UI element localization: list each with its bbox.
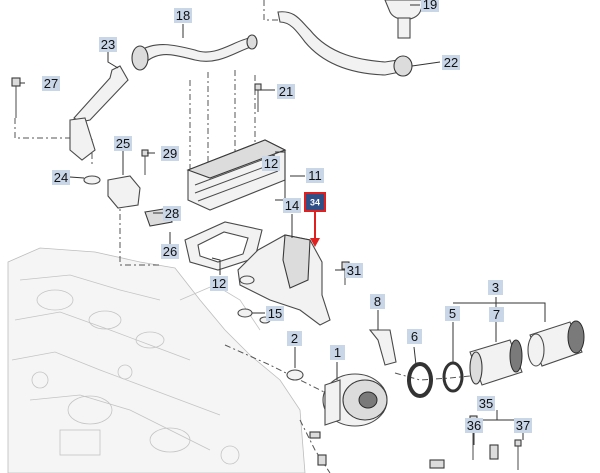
callout-18: 18: [174, 8, 192, 23]
callout-22: 22: [442, 55, 460, 70]
callout-19: 19: [421, 0, 439, 12]
svg-text:31: 31: [347, 263, 361, 278]
callout-21: 21: [277, 84, 295, 99]
svg-text:7: 7: [493, 307, 500, 322]
callouts: 1 2 3 5 6 7 8 11 12 12 14 15 18 19 21 22…: [42, 0, 532, 433]
svg-text:6: 6: [411, 329, 418, 344]
callout-28: 28: [163, 206, 181, 221]
svg-text:25: 25: [116, 136, 130, 151]
callout-6: 6: [407, 329, 422, 344]
svg-text:11: 11: [308, 168, 322, 183]
callout-11: 11: [306, 168, 324, 183]
svg-text:8: 8: [374, 294, 381, 309]
svg-text:29: 29: [163, 146, 177, 161]
svg-text:22: 22: [444, 55, 458, 70]
callout-37: 37: [514, 418, 532, 433]
screws-35-36-37: [309, 431, 499, 469]
coolant-pipe-19-22: [277, 0, 426, 77]
oil-filter-element-3: [469, 339, 523, 386]
highlight-arrow-head: [310, 238, 320, 247]
svg-text:27: 27: [44, 76, 58, 91]
callout-36: 36: [465, 418, 483, 433]
svg-text:2: 2: [291, 331, 298, 346]
callout-35: 35: [477, 396, 495, 411]
callout-15: 15: [266, 306, 284, 321]
svg-text:37: 37: [516, 418, 530, 433]
seals: [286, 361, 464, 398]
callout-26: 26: [161, 244, 179, 259]
callout-1: 1: [330, 345, 345, 360]
thermostat-housing-25: [83, 175, 173, 227]
svg-text:14: 14: [285, 198, 299, 213]
oil-filter-cap: [527, 320, 585, 367]
highlighted-callout-34[interactable]: 34: [304, 192, 326, 247]
clip-8: [368, 329, 397, 366]
oil-filter-housing-14: [237, 234, 331, 326]
callout-23: 23: [99, 37, 117, 52]
svg-text:36: 36: [467, 418, 481, 433]
oil-cooler-11: [186, 139, 287, 211]
callout-12-top: 12: [262, 156, 280, 171]
callout-7: 7: [489, 307, 504, 322]
leader-lines: [20, 4, 546, 445]
callout-14: 14: [283, 198, 301, 213]
callout-25: 25: [114, 136, 132, 151]
svg-text:1: 1: [334, 345, 341, 360]
svg-text:15: 15: [268, 306, 282, 321]
svg-text:35: 35: [479, 396, 493, 411]
svg-text:12: 12: [212, 276, 226, 291]
callout-12-gasket: 12: [210, 276, 228, 291]
svg-text:34: 34: [310, 198, 320, 208]
svg-text:3: 3: [492, 280, 499, 295]
svg-text:18: 18: [176, 8, 190, 23]
svg-text:12: 12: [264, 156, 278, 171]
callout-27: 27: [42, 76, 60, 91]
svg-text:5: 5: [449, 306, 456, 321]
callout-31: 31: [345, 263, 363, 278]
callout-29: 29: [161, 146, 179, 161]
coolant-pump-1: [322, 373, 388, 427]
svg-text:26: 26: [163, 244, 177, 259]
coolant-hose-18-23: [69, 34, 258, 161]
svg-text:19: 19: [423, 0, 437, 12]
callout-8: 8: [370, 294, 385, 309]
svg-text:21: 21: [279, 84, 293, 99]
svg-text:28: 28: [165, 206, 179, 221]
gasket-12: [184, 221, 263, 271]
svg-text:24: 24: [54, 170, 68, 185]
callout-3: 3: [488, 280, 503, 295]
callout-24: 24: [52, 170, 70, 185]
callout-5: 5: [445, 306, 460, 321]
svg-text:23: 23: [101, 37, 115, 52]
callout-2: 2: [287, 331, 302, 346]
